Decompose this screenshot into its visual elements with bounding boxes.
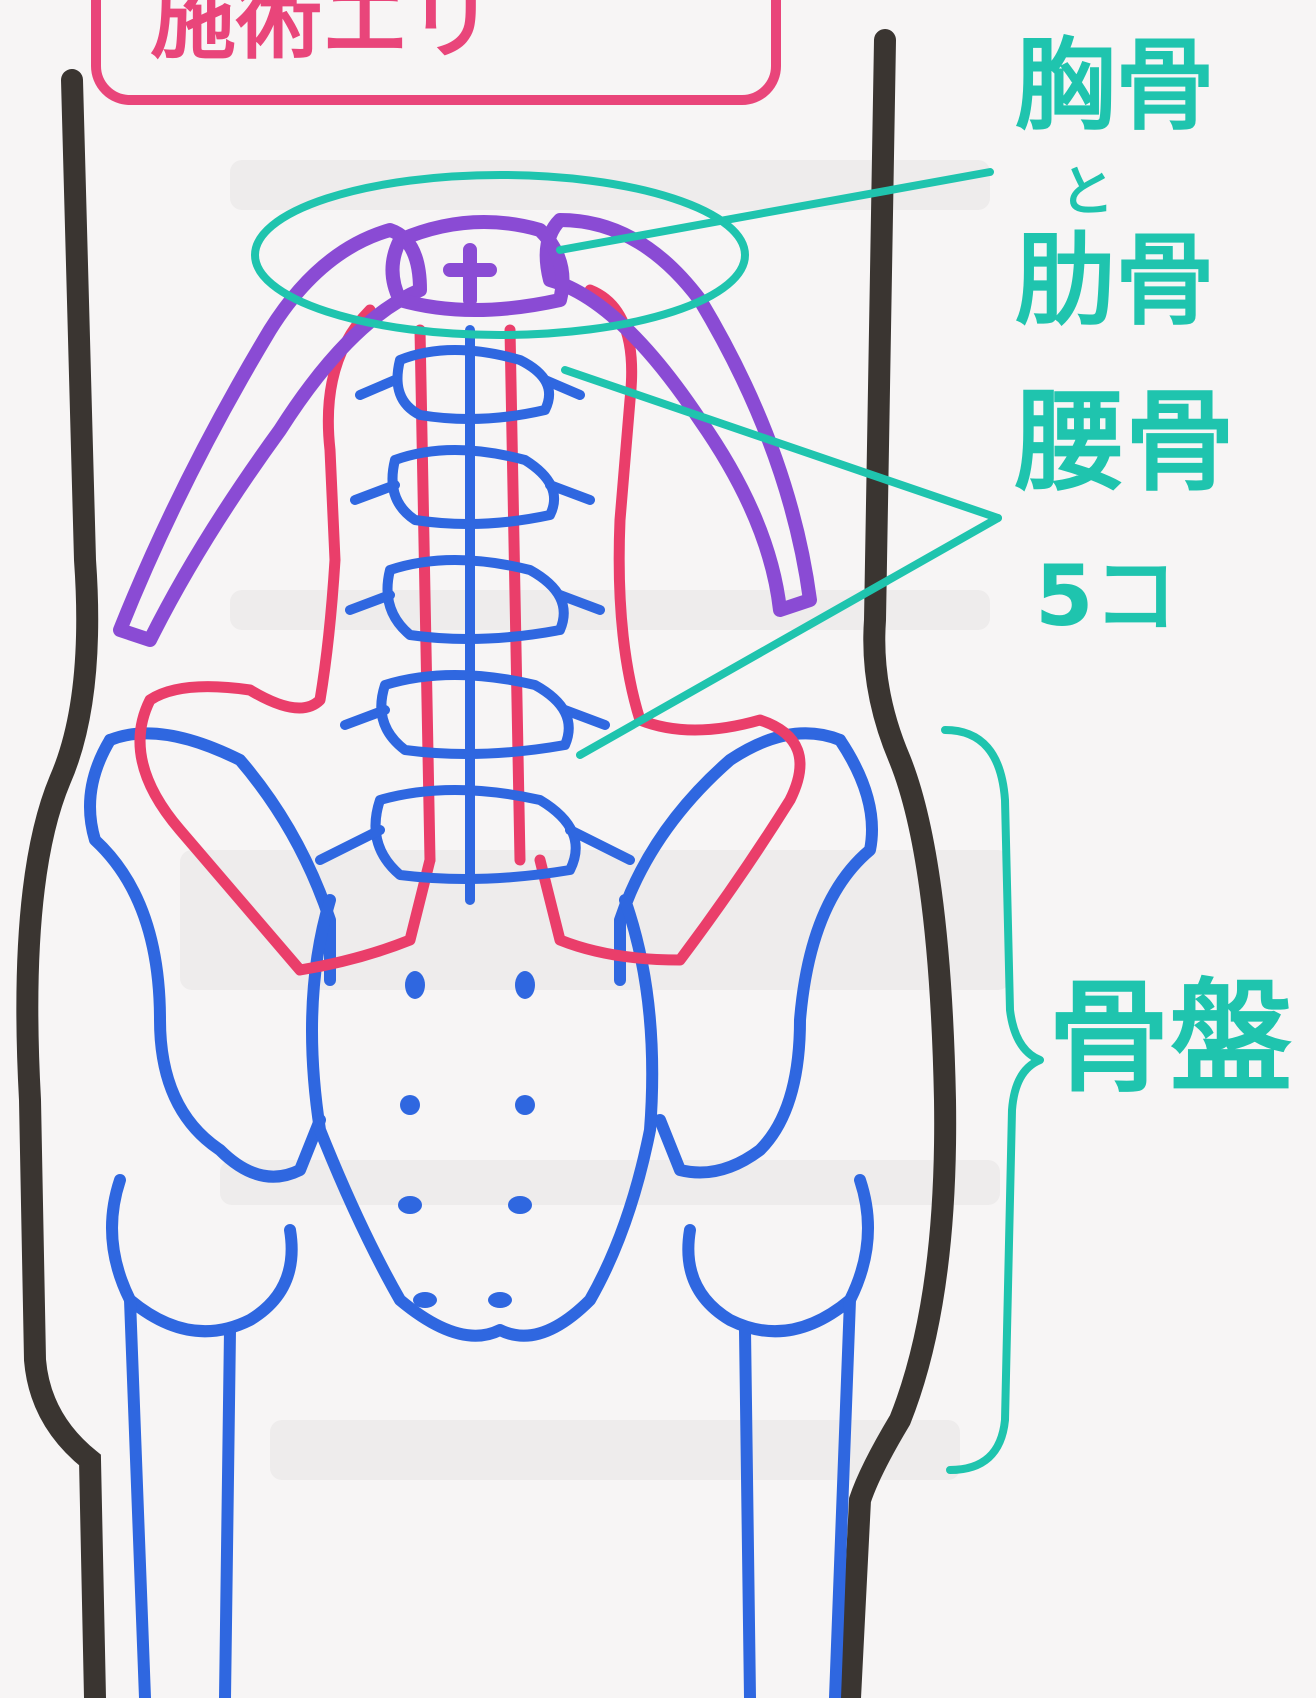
vertebra-4 <box>381 675 568 754</box>
sacral-foramina <box>398 971 535 1308</box>
title-box: 施術エリ <box>96 0 776 100</box>
pelvis-brace <box>945 730 1040 1470</box>
label-lumbar: 腰骨 <box>1015 378 1235 506</box>
label-and: と <box>1060 160 1114 223</box>
label-pelvis: 骨盤 <box>1048 967 1292 1109</box>
left-femur <box>130 1300 230 1698</box>
label-ribs: 肋骨 <box>1015 222 1215 339</box>
label-lumbar-count: 5コ <box>1035 547 1177 645</box>
annotation-labels: 胸骨 と 肋骨 腰骨 5コ 骨盤 <box>1015 27 1292 1109</box>
label-sternum: 胸骨 <box>1015 27 1215 144</box>
right-clavicle <box>547 220 810 610</box>
title-text: 施術エリ <box>150 0 494 71</box>
right-femur <box>745 1300 850 1698</box>
body-outline-left <box>27 80 95 1698</box>
left-clavicle <box>120 230 420 640</box>
sternum-mark <box>450 250 490 300</box>
lumbar-leader-bottom <box>580 518 998 755</box>
